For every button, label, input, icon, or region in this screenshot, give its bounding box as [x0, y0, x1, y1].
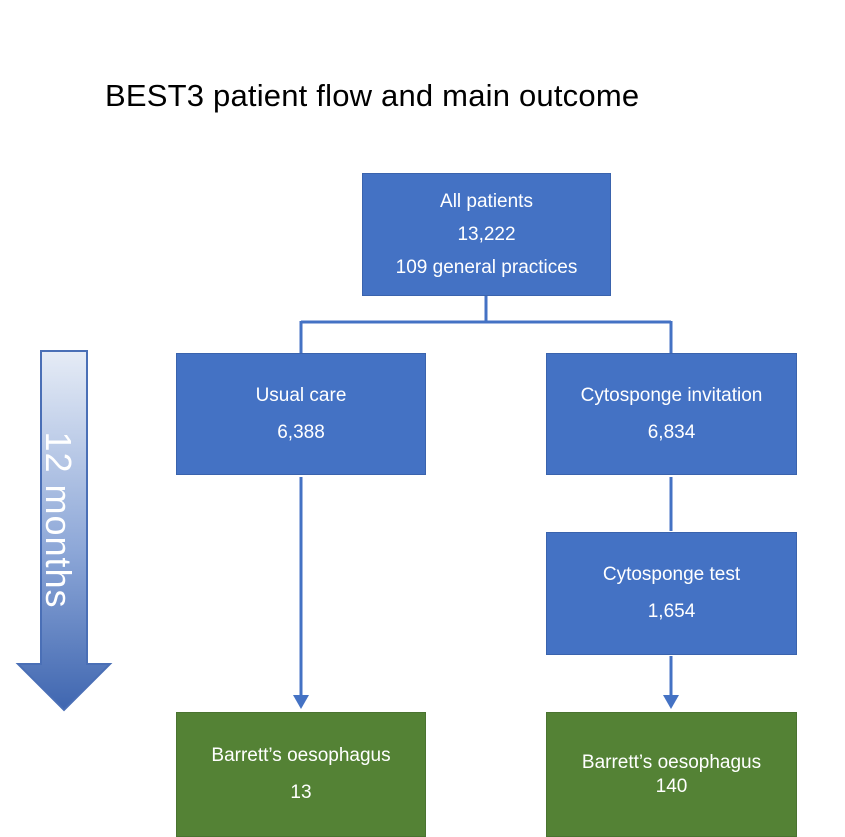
node-cytosponge-invitation: Cytosponge invitation 6,834: [546, 353, 797, 475]
node-barretts-usual-count: 13: [290, 782, 312, 803]
node-all-patients-label: All patients: [440, 190, 533, 212]
node-cytosponge-test: Cytosponge test 1,654: [546, 532, 797, 655]
node-cytosponge-test-label: Cytosponge test: [602, 564, 741, 585]
arrowhead-usual: [293, 695, 309, 709]
node-all-patients: All patients 13,222 109 general practice…: [362, 173, 611, 296]
node-cytosponge-test-count: 1,654: [647, 601, 696, 622]
node-barretts-cytosponge: Barrett’s oesophagus 140: [546, 712, 797, 837]
node-usual-care-count: 6,388: [277, 421, 325, 443]
node-usual-care: Usual care 6,388: [176, 353, 426, 475]
node-cytosponge-invitation-label: Cytosponge invitation: [580, 384, 763, 406]
node-usual-care-label: Usual care: [255, 384, 347, 406]
node-cytosponge-invitation-count: 6,834: [647, 421, 696, 443]
node-all-patients-count: 13,222: [457, 223, 516, 245]
timeline-label: 12 months: [38, 431, 79, 609]
node-barretts-usual-care: Barrett’s oesophagus 13: [176, 712, 426, 837]
node-barretts-cytosponge-label: Barrett’s oesophagus: [581, 751, 762, 773]
node-all-patients-practices: 109 general practices: [395, 256, 578, 278]
diagram-title: BEST3 patient flow and main outcome: [105, 78, 640, 113]
node-barretts-usual-label: Barrett’s oesophagus: [211, 745, 391, 766]
node-barretts-cytosponge-count: 140: [655, 775, 688, 797]
arrowhead-cyto: [663, 695, 679, 709]
timeline-arrow: [15, 350, 113, 712]
